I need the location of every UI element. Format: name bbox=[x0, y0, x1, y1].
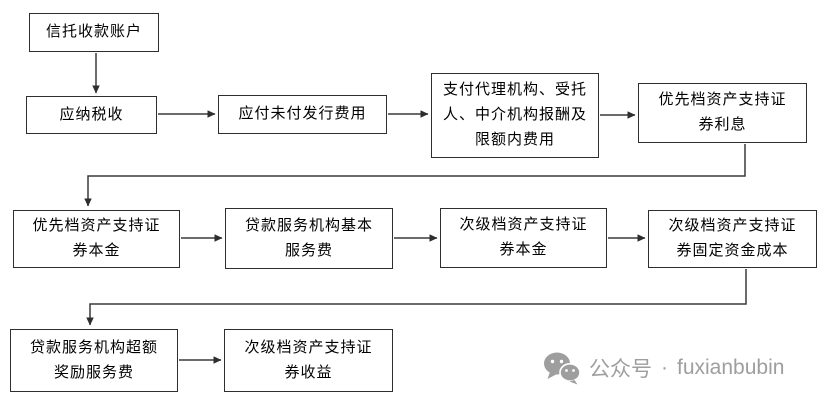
flow-node-sub-residual: 次级档资产支持证 券收益 bbox=[224, 329, 393, 392]
wechat-icon bbox=[544, 352, 581, 385]
arrow-subfix-to-svcexc bbox=[86, 269, 747, 326]
flow-node-trust-account: 信托收款账户 bbox=[29, 13, 159, 52]
wechat-label: 公众号 bbox=[589, 358, 652, 381]
flow-node-agency-fees: 支付代理机构、受托 人、中介机构报酬及 限额内费用 bbox=[431, 73, 599, 158]
flow-node-senior-principal: 优先档资产支持证 券本金 bbox=[13, 210, 180, 268]
flow-node-taxes: 应纳税收 bbox=[26, 96, 157, 134]
flow-node-servicer-excess-fee: 贷款服务机构超额 奖励服务费 bbox=[10, 329, 178, 392]
flow-node-senior-interest: 优先档资产支持证 券利息 bbox=[638, 83, 807, 143]
flow-node-issuance-fees: 应付未付发行费用 bbox=[218, 95, 387, 134]
wechat-watermark: 公众号 · fuxianbubin bbox=[543, 349, 784, 387]
account-name: fuxianbubin bbox=[677, 356, 785, 379]
flow-node-sub-fixed-cost: 次级档资产支持证 券固定资金成本 bbox=[648, 210, 817, 268]
separator-dot: · bbox=[661, 356, 668, 379]
arrow-srint-to-srprin bbox=[84, 144, 746, 207]
flow-node-sub-principal: 次级档资产支持证 券本金 bbox=[440, 208, 607, 268]
flow-node-servicer-basic-fee: 贷款服务机构基本 服务费 bbox=[225, 208, 393, 269]
